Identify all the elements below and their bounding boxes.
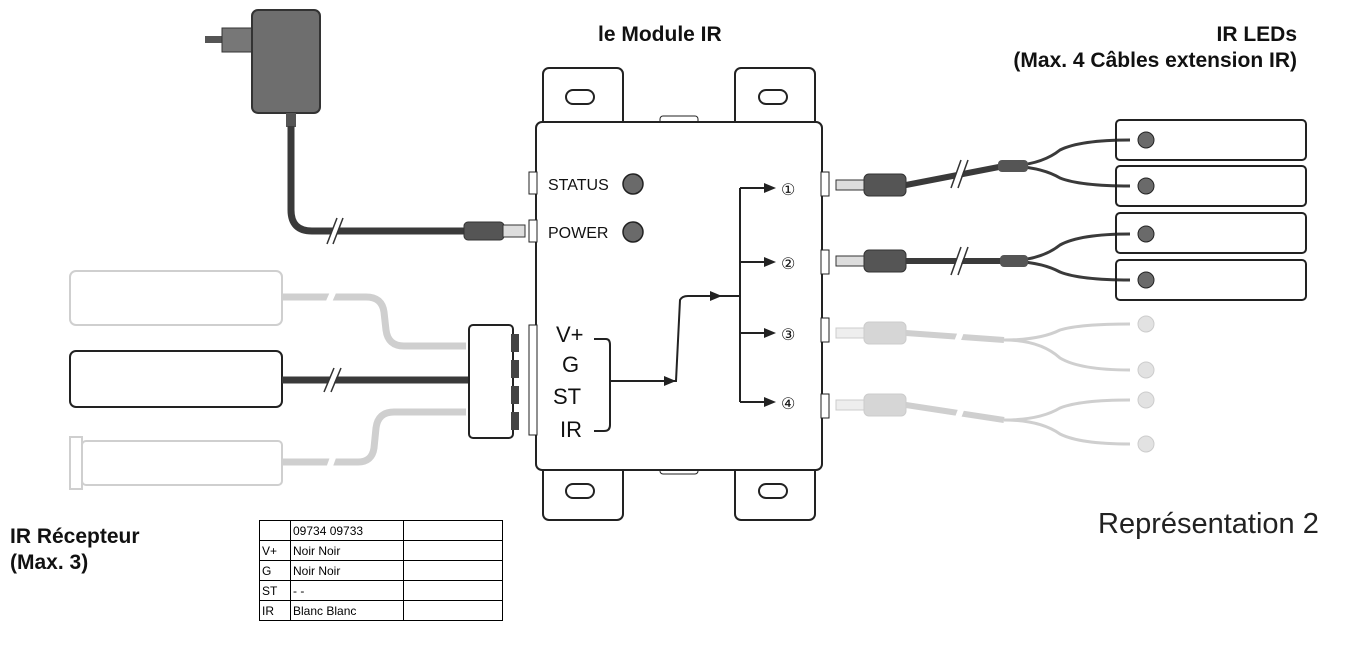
signal-arrows — [664, 183, 776, 407]
module-title: le Module IR — [598, 23, 722, 46]
ir-leds-title-line1: IR LEDs — [1216, 23, 1297, 46]
power-led-icon — [622, 221, 644, 243]
ir-receiver-title: IR Récepteur (Max. 3) — [10, 524, 140, 576]
receiver-connector-block — [468, 324, 519, 439]
ir-receiver-faded-top — [69, 270, 466, 350]
ir-led-cable-4-faded — [835, 393, 1131, 446]
pin-color-table: 09734 09733 V+ Noir Noir G Noir Noir ST … — [259, 520, 503, 621]
ir-led-cable-3-faded — [835, 321, 1131, 372]
output-number-3: ③ — [781, 327, 795, 344]
pin-label-st: ST — [553, 384, 581, 409]
table-cell — [403, 560, 503, 581]
table-row: IR Blanc Blanc — [259, 600, 503, 621]
table-cell: IR — [259, 600, 291, 621]
output-number-4: ④ — [781, 396, 795, 413]
table-row: V+ Noir Noir — [259, 540, 503, 561]
table-cell — [403, 580, 503, 601]
table-cell: ST — [259, 580, 291, 601]
table-cell: Noir Noir — [290, 540, 404, 561]
table-cell — [403, 540, 503, 561]
table-cell: 09734 09733 — [290, 520, 404, 541]
cable-break-marks-right — [950, 158, 969, 430]
table-cell: V+ — [259, 540, 291, 561]
table-cell: - - — [290, 580, 404, 601]
table-cell: Noir Noir — [290, 560, 404, 581]
ir-receiver-title-line2: (Max. 3) — [10, 551, 89, 574]
figure-label: Représentation 2 — [1098, 508, 1319, 540]
output-number-1: ① — [781, 182, 795, 199]
ir-led-emitters — [1115, 119, 1307, 453]
table-cell: Blanc Blanc — [290, 600, 404, 621]
pin-label-ir: IR — [560, 417, 582, 442]
output-number-2: ② — [781, 256, 795, 273]
ir-receiver-title-line1: IR Récepteur — [10, 525, 140, 548]
ir-led-cable-2 — [835, 232, 1131, 282]
table-cell: G — [259, 560, 291, 581]
table-row: G Noir Noir — [259, 560, 503, 581]
status-label: STATUS — [548, 177, 609, 194]
table-header-row: 09734 09733 — [259, 520, 503, 541]
ir-led-cable-1 — [835, 138, 1131, 197]
signal-routing-lines — [594, 187, 764, 432]
pin-label-g: G — [562, 352, 579, 377]
ir-leds-title: IR LEDs (Max. 4 Câbles extension IR) — [1013, 22, 1297, 74]
power-label: POWER — [548, 225, 608, 242]
pin-label-vplus: V+ — [556, 322, 584, 347]
table-cell — [259, 520, 291, 541]
table-cell — [403, 520, 503, 541]
ir-receiver-dark — [69, 350, 468, 408]
table-row: ST - - — [259, 580, 503, 601]
cable-break-marks-left — [323, 286, 342, 476]
table-cell — [403, 600, 503, 621]
status-led-icon — [622, 173, 644, 195]
ir-receiver-faded-bottom — [69, 408, 466, 490]
ir-leds-title-line2: (Max. 4 Câbles extension IR) — [1013, 49, 1297, 72]
ir-module-body — [528, 67, 830, 521]
power-adapter-icon — [205, 9, 526, 246]
